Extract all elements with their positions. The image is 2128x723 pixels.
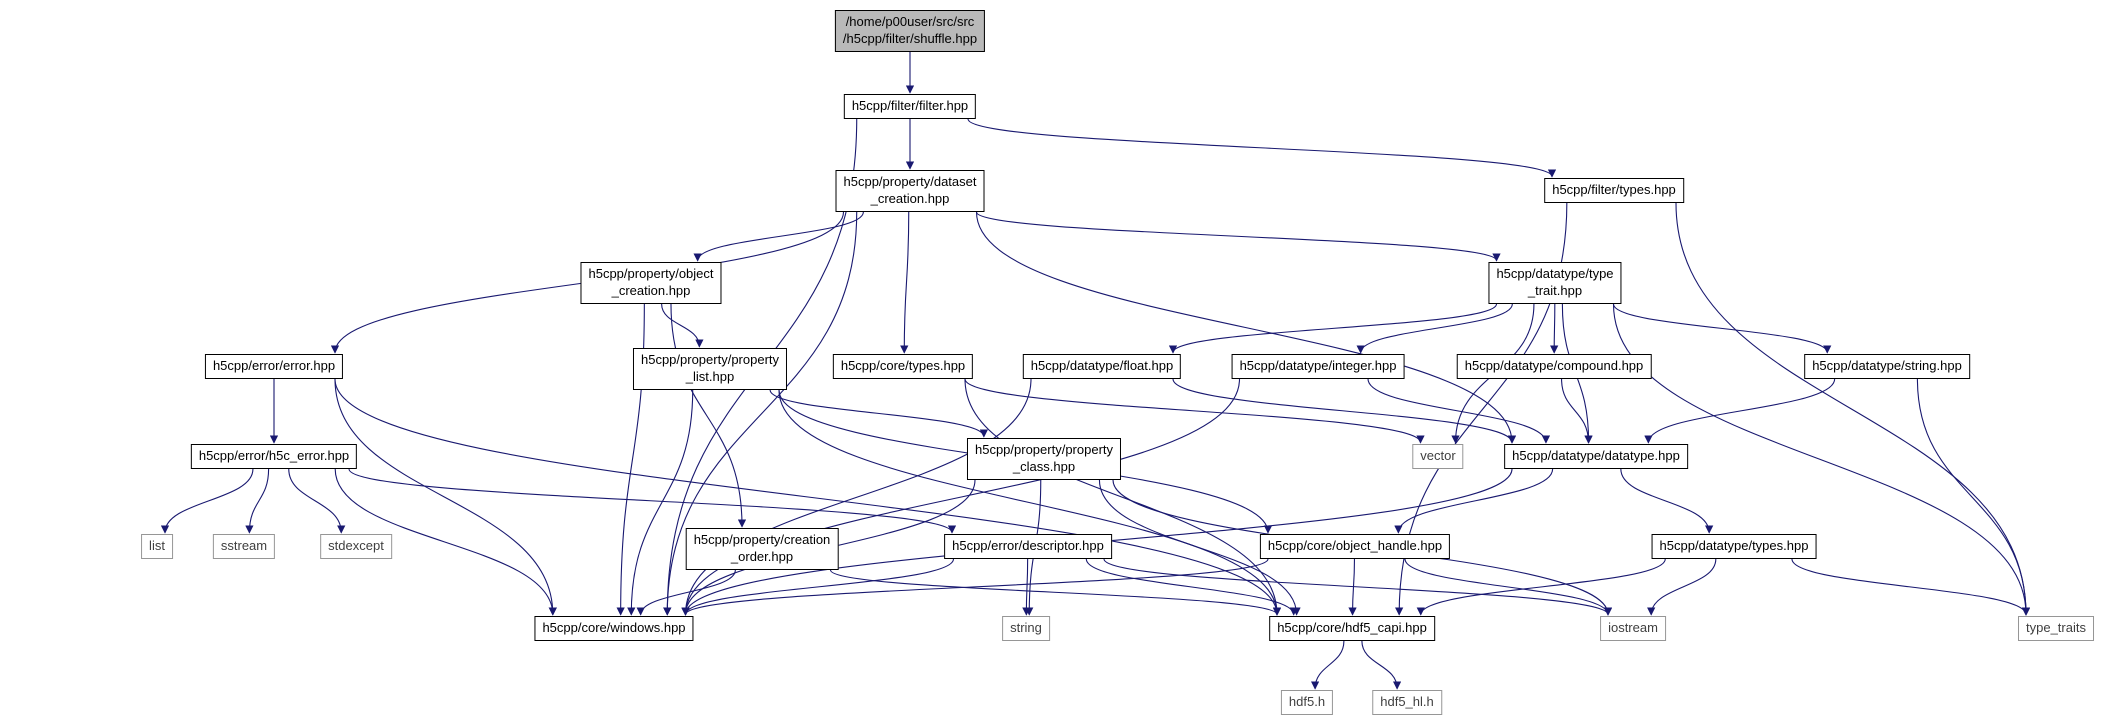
edge-type_trait-compound_hpp [1550, 303, 1559, 354]
edge-datatype_types-iostream [1647, 558, 1717, 616]
edge-dataset_creation-type_trait [975, 211, 1501, 262]
node-object_handle[interactable]: h5cpp/core/object_handle.hpp [1259, 534, 1451, 559]
edge-core_types-vector [964, 378, 1425, 444]
edge-datatype-object_handle [1394, 468, 1554, 534]
edge-descriptor-hdf5_capi [1085, 558, 1298, 616]
node-iostream: iostream [1600, 616, 1666, 641]
node-hdf5_h: hdf5.h [1280, 690, 1334, 715]
edge-property_list-windows [627, 389, 694, 616]
edge-object_creation-property_list [661, 303, 704, 348]
node-float_hpp[interactable]: h5cpp/datatype/float.hpp [1022, 354, 1182, 379]
node-property_list[interactable]: h5cpp/property/property _list.hpp [632, 348, 788, 390]
node-error[interactable]: h5cpp/error/error.hpp [204, 354, 344, 379]
edge-h5c_error-descriptor [348, 468, 956, 534]
node-filter_types[interactable]: h5cpp/filter/types.hpp [1544, 178, 1684, 203]
edge-creation_order-windows [636, 569, 736, 616]
edge-h5c_error-stdexcept [288, 468, 346, 534]
edge-type_trait-float_hpp [1168, 303, 1498, 354]
edge-compound_hpp-datatype [1561, 378, 1593, 444]
node-vector: vector [1412, 444, 1464, 469]
edge-property_list-hdf5_capi [778, 389, 1282, 616]
node-hdf5_hl_h: hdf5_hl.h [1372, 690, 1442, 715]
edge-filter_types-type_traits [1675, 202, 2031, 616]
edge-object_handle-hdf5_capi [1348, 558, 1357, 616]
edge-core_types-hdf5_capi [964, 378, 1282, 616]
edge-integer_hpp-datatype [1367, 378, 1551, 444]
edge-object_creation-creation_order [670, 303, 747, 528]
edge-h5c_error-list [160, 468, 254, 534]
node-hdf5_capi[interactable]: h5cpp/core/hdf5_capi.hpp [1269, 616, 1435, 641]
edge-property_class-hdf5_capi [1098, 479, 1301, 616]
edge-dataset_creation-datatype [975, 211, 1517, 444]
node-dataset_creation[interactable]: h5cpp/property/dataset _creation.hpp [835, 170, 985, 212]
node-h5c_error[interactable]: h5cpp/error/h5c_error.hpp [190, 444, 358, 469]
node-property_class[interactable]: h5cpp/property/property _class.hpp [966, 438, 1122, 480]
node-string_std: string [1002, 616, 1050, 641]
edge-error-windows [334, 378, 557, 616]
edge-filter-filter_types [967, 118, 1556, 178]
node-filter[interactable]: h5cpp/filter/filter.hpp [843, 94, 977, 119]
node-list: list [141, 534, 173, 559]
node-string_hpp[interactable]: h5cpp/datatype/string.hpp [1804, 354, 1970, 379]
node-datatype_types[interactable]: h5cpp/datatype/types.hpp [1651, 534, 1817, 559]
edge-type_trait-integer_hpp [1356, 303, 1513, 354]
edge-datatype-datatype_types [1620, 468, 1714, 534]
node-integer_hpp[interactable]: h5cpp/datatype/integer.hpp [1231, 354, 1405, 379]
edge-h5c_error-sstream [245, 468, 270, 534]
edge-creation_order-hdf5_capi [829, 569, 1281, 616]
edge-datatype_types-hdf5_capi [1416, 558, 1666, 616]
node-sstream: sstream [212, 534, 276, 559]
node-core_types[interactable]: h5cpp/core/types.hpp [832, 354, 974, 379]
edge-descriptor-windows [681, 558, 955, 616]
edge-object_handle-windows [681, 558, 1269, 616]
edge-error-hdf5_capi [334, 378, 1282, 616]
node-datatype[interactable]: h5cpp/datatype/datatype.hpp [1504, 444, 1688, 469]
edge-object_handle-iostream [1404, 558, 1613, 616]
edge-descriptor-iostream [1103, 558, 1612, 616]
edge-dataset_creation-windows [663, 211, 858, 616]
edge-hdf5_capi-hdf5_h [1310, 640, 1345, 690]
edge-float_hpp-datatype [1172, 378, 1517, 444]
edge-property_list-property_class [769, 389, 988, 438]
edge-type_trait-string_hpp [1612, 303, 1832, 354]
node-windows[interactable]: h5cpp/core/windows.hpp [534, 616, 694, 641]
edge-string_hpp-type_traits [1916, 378, 2031, 616]
node-type_traits: type_traits [2018, 616, 2094, 641]
node-descriptor[interactable]: h5cpp/error/descriptor.hpp [944, 534, 1112, 559]
node-shuffle: /home/p00user/src/src /h5cpp/filter/shuf… [834, 10, 986, 52]
node-stdexcept: stdexcept [320, 534, 392, 559]
edge-datatype_types-type_traits [1791, 558, 2031, 616]
node-type_trait[interactable]: h5cpp/datatype/type _trait.hpp [1488, 262, 1622, 304]
edge-h5c_error-windows [334, 468, 557, 616]
node-compound_hpp[interactable]: h5cpp/datatype/compound.hpp [1456, 354, 1652, 379]
edge-descriptor-string_std [1022, 558, 1031, 616]
node-creation_order[interactable]: h5cpp/property/creation _order.hpp [685, 528, 839, 570]
edge-string_hpp-datatype [1644, 378, 1836, 444]
edge-integer_hpp-windows [681, 378, 1241, 616]
edge-dataset_creation-core_types [900, 211, 910, 354]
node-object_creation[interactable]: h5cpp/property/object _creation.hpp [580, 262, 722, 304]
edge-float_hpp-windows [681, 378, 1032, 616]
edge-hdf5_capi-hdf5_hl_h [1361, 640, 1402, 690]
